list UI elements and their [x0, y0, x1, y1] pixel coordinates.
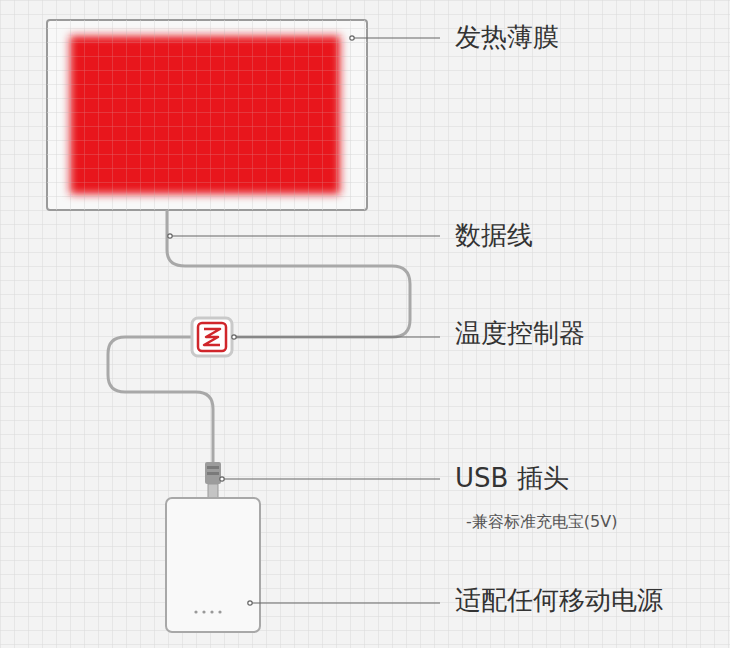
leader-dot — [220, 477, 224, 481]
leader-dot — [232, 335, 236, 339]
temperature-controller — [192, 318, 232, 356]
leader-line — [250, 602, 440, 603]
usb-plug — [205, 462, 221, 484]
leader-line — [222, 478, 440, 479]
usb-plug-ridge — [207, 472, 219, 475]
film-grid-overlay — [62, 30, 352, 200]
part-label: 发热薄膜 — [455, 22, 559, 53]
power-bank — [166, 498, 260, 632]
usb-connector — [208, 484, 218, 498]
leader-line — [170, 235, 440, 236]
controller-logo — [204, 329, 220, 345]
leader-dot — [248, 601, 252, 605]
controller-button — [198, 323, 226, 351]
part-label: 温度控制器 — [455, 318, 585, 349]
leader-dot — [168, 234, 172, 238]
leader-line — [352, 37, 440, 38]
leader-dot — [350, 36, 354, 40]
part-label: USB 插头 — [455, 463, 569, 494]
indicator-dot — [210, 610, 213, 613]
leader-line — [234, 336, 440, 337]
indicator-dot — [202, 610, 205, 613]
indicator-dot — [194, 610, 197, 613]
film-frame — [47, 20, 367, 210]
film-grid — [47, 20, 367, 210]
indicator-dot — [218, 610, 221, 613]
part-label: 数据线 — [455, 220, 533, 251]
usb-plug-ridge — [207, 466, 219, 469]
part-label: 适配任何移动电源 — [455, 585, 663, 616]
note-label: -兼容标准充电宝(5V) — [466, 512, 617, 531]
